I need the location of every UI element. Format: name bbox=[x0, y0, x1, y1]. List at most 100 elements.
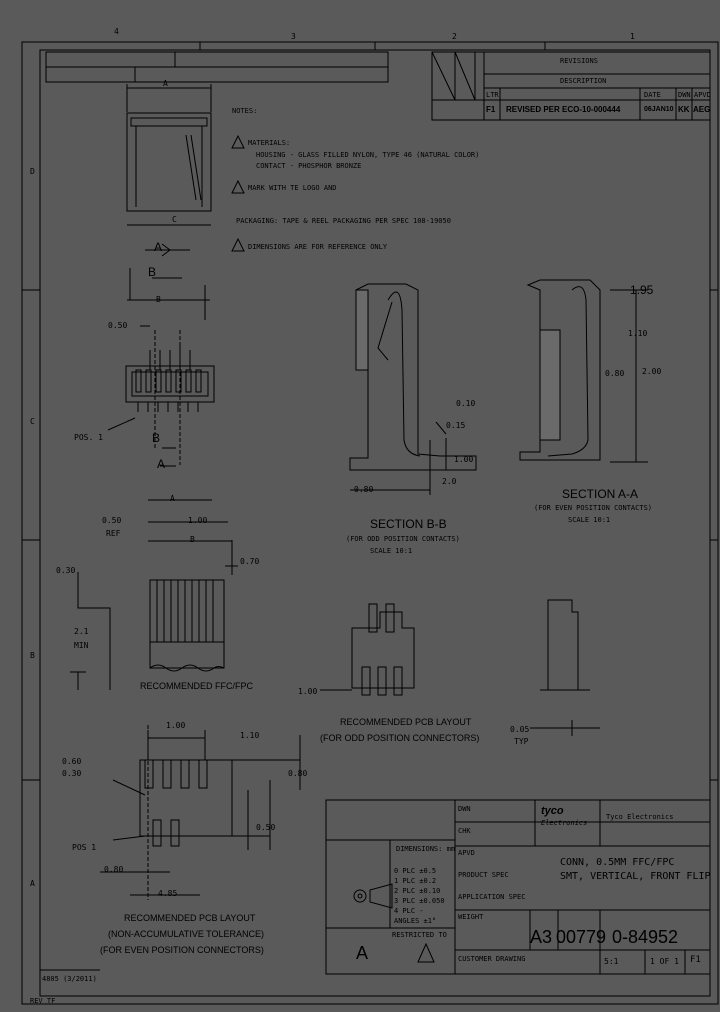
title-line-1: CONN, 0.5MM FFC/FPC bbox=[560, 857, 675, 868]
sheet-number: 1 OF 1 bbox=[650, 957, 679, 966]
ffc-pattern bbox=[149, 579, 225, 643]
tb-product-spec: PRODUCT SPEC bbox=[458, 871, 509, 879]
title-block bbox=[325, 799, 711, 975]
note-1c: CONTACT - PHOSPHOR BRONZE bbox=[256, 162, 362, 170]
rev-description: REVISED PER ECO-10-000444 bbox=[506, 105, 621, 114]
dim-label: C bbox=[172, 215, 177, 224]
footer-form: 4805 (3/2011) bbox=[42, 975, 97, 983]
dim-label: 1.00 bbox=[454, 455, 474, 464]
dim-label: 0.80 bbox=[354, 485, 374, 494]
dim-label: 1.00 bbox=[188, 516, 208, 525]
ffc-outline bbox=[77, 572, 111, 690]
restricted-to: RESTRICTED TO bbox=[392, 931, 447, 939]
section-marker-a: A bbox=[154, 240, 163, 254]
dim-label: 0.50 bbox=[108, 321, 128, 330]
dim-label: 0.80 bbox=[288, 769, 308, 778]
dim-label: 1.95 bbox=[630, 283, 654, 297]
section-bb-title: SECTION B-B bbox=[370, 517, 447, 531]
zone-label: D bbox=[30, 167, 35, 176]
zone-label: 2 bbox=[452, 32, 457, 41]
projection-symbol bbox=[353, 883, 393, 909]
zone-label: 1 bbox=[630, 32, 635, 41]
dim-label: 4.85 bbox=[158, 889, 178, 898]
section-marker-b: B bbox=[148, 265, 157, 279]
note-4: DIMENSIONS ARE FOR REFERENCE ONLY bbox=[248, 243, 388, 251]
dim-label: 0.10 bbox=[456, 399, 476, 408]
tol-3: 2 PLC ±0.10 bbox=[394, 887, 441, 895]
caption-pcb-odd-2: (FOR ODD POSITION CONNECTORS) bbox=[320, 733, 480, 743]
pos1-label-even: POS 1 bbox=[72, 843, 97, 852]
section-bb-contact bbox=[387, 291, 421, 457]
dim-label: 2.1 bbox=[74, 627, 89, 636]
note-3: PACKAGING: TAPE & REEL PACKAGING PER SPE… bbox=[236, 217, 451, 225]
rev-title: REVISIONS bbox=[560, 57, 598, 65]
tol-head: DIMENSIONS: mm bbox=[396, 845, 456, 853]
typ-label: TYP bbox=[514, 737, 529, 746]
revision-letter: F1 bbox=[690, 955, 701, 965]
section-bb-scale: SCALE 10:1 bbox=[370, 547, 413, 555]
section-bb-sub: (FOR ODD POSITION CONTACTS) bbox=[346, 535, 460, 543]
rev-dwn: KK bbox=[678, 105, 690, 114]
dim-label: 1.00 bbox=[298, 687, 318, 696]
customer-drawing: CUSTOMER DRAWING bbox=[458, 955, 526, 963]
dim-label: 0.80 bbox=[605, 369, 625, 378]
dim-label: 1.10 bbox=[240, 731, 260, 740]
rev-apvd: AEG bbox=[693, 105, 711, 114]
tol-4: 3 PLC ±0.050 bbox=[394, 897, 445, 905]
dim-label: 0.80 bbox=[104, 865, 124, 874]
section-marker-a2: A bbox=[157, 457, 166, 471]
section-aa-scale: SCALE 10:1 bbox=[568, 516, 611, 524]
note-2: MARK WITH TE LOGO AND bbox=[248, 184, 337, 192]
dim-label: B bbox=[190, 535, 195, 544]
tb-weight: WEIGHT bbox=[458, 913, 484, 921]
section-marker-b2: B bbox=[152, 431, 161, 445]
customer-letter: A bbox=[356, 943, 369, 963]
pcb-even-outline bbox=[139, 759, 233, 837]
tb-application-spec: APPLICATION SPEC bbox=[458, 893, 526, 901]
caption-ffc: RECOMMENDED FFC/FPC bbox=[140, 681, 253, 691]
caption-pcb-even-1: RECOMMENDED PCB LAYOUT bbox=[124, 913, 256, 923]
border-frame bbox=[21, 41, 719, 1005]
company-name: Tyco Electronics bbox=[606, 813, 674, 821]
dim-label: 0.05 bbox=[510, 725, 530, 734]
dim-label: 0.50 bbox=[256, 823, 276, 832]
pcb-odd-side bbox=[547, 599, 579, 691]
caption-pcb-even-2: (NON-ACCUMULATIVE TOLERANCE) bbox=[108, 929, 265, 939]
notes-heading: NOTES: bbox=[232, 107, 258, 115]
dim-label: A bbox=[163, 79, 168, 88]
cage-code: 00779 bbox=[556, 927, 607, 947]
note-1b: HOUSING - GLASS FILLED NYLON, TYPE 46 (N… bbox=[256, 151, 480, 159]
rev-col-date: DATE bbox=[644, 91, 661, 99]
dim-label: 0.70 bbox=[240, 557, 260, 566]
tyco-logo: tyco bbox=[541, 805, 564, 817]
zone-label: B bbox=[30, 651, 35, 660]
tb-appvd: APVD bbox=[458, 849, 475, 857]
dim-label: 0.60 bbox=[62, 757, 82, 766]
dim-label: B bbox=[156, 295, 161, 304]
caption-pcb-even-3: (FOR EVEN POSITION CONNECTORS) bbox=[100, 945, 264, 955]
rev-col-ltr: LTR bbox=[486, 91, 499, 99]
zone-label: 3 bbox=[291, 32, 296, 41]
revision-block bbox=[431, 51, 711, 121]
dim-label: REF bbox=[106, 529, 121, 538]
note-1a: MATERIALS: bbox=[248, 139, 291, 147]
tol-5: 4 PLC - bbox=[394, 907, 424, 915]
rev-col-dwn: DWN bbox=[678, 91, 691, 99]
title-line-2: SMT, VERTICAL, FRONT FLIP bbox=[560, 871, 711, 882]
dim-label: 0.50 bbox=[102, 516, 122, 525]
caption-pcb-odd-1: RECOMMENDED PCB LAYOUT bbox=[340, 717, 472, 727]
tol-2: 1 PLC ±0.2 bbox=[394, 877, 437, 885]
pos1-label: POS. 1 bbox=[74, 433, 103, 442]
dim-label: 1.00 bbox=[166, 721, 186, 730]
rev-col-apvd: APVD bbox=[694, 91, 711, 99]
rev-col-description: DESCRIPTION bbox=[560, 77, 607, 85]
tb-dwn: DWN bbox=[458, 805, 471, 813]
min-label: MIN bbox=[74, 641, 89, 650]
dim-label: 1.10 bbox=[628, 329, 648, 338]
connector-top-view bbox=[126, 112, 212, 212]
dim-label: 2.0 bbox=[442, 477, 457, 486]
drawing-number: 0-84952 bbox=[612, 927, 679, 947]
dim-label: 0.30 bbox=[62, 769, 82, 778]
